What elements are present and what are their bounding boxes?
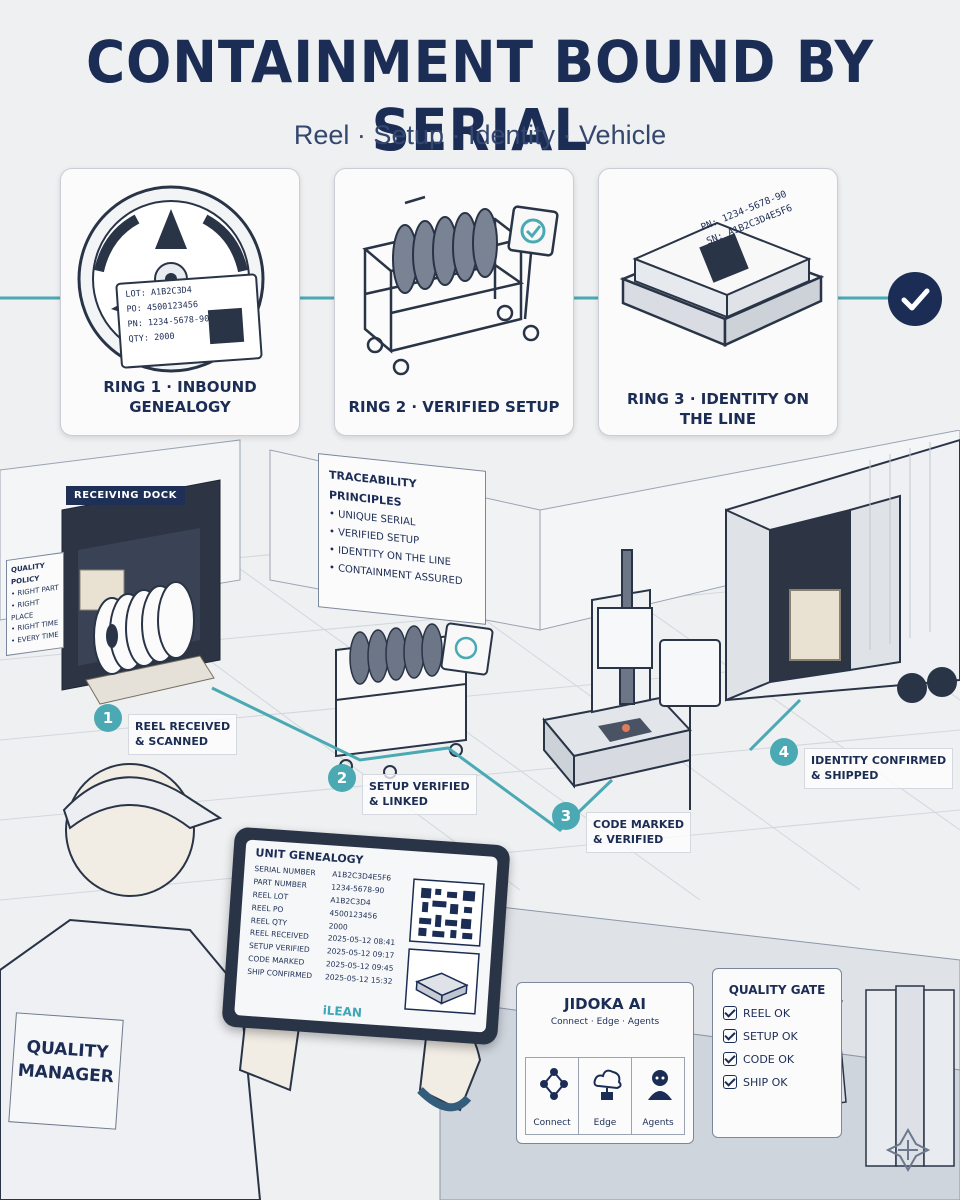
step-3-line2: & VERIFIED xyxy=(593,833,664,847)
gate-item: CODE OK xyxy=(723,1052,831,1066)
step-4-line1: IDENTITY CONFIRMED xyxy=(811,754,947,767)
step-1-line1: REEL RECEIVED xyxy=(135,720,231,733)
step-2-line2: & LINKED xyxy=(369,795,428,809)
gate-item-label: SETUP OK xyxy=(743,1029,798,1043)
jidoka-col-label: Agents xyxy=(642,1118,674,1128)
step-4: 4 IDENTITY CONFIRMED & SHIPPED xyxy=(770,738,954,789)
check-icon xyxy=(888,272,942,326)
quality-gate-board: QUALITY GATE REEL OK SETUP OK CODE OK SH… xyxy=(712,968,842,1138)
ring-1-card: LOT: A1B2C3D4 PO: 4500123456 PN: 1234-56… xyxy=(60,168,300,436)
gate-item: SETUP OK xyxy=(723,1029,831,1043)
checkbox-icon xyxy=(723,1029,737,1043)
gate-item: SHIP OK xyxy=(723,1075,831,1089)
ring-2-label: RING 2 · VERIFIED SETUP xyxy=(348,397,560,416)
page-subtitle: Reel · Setup · Identity · Vehicle xyxy=(293,120,667,150)
jidoka-subtitle: Connect · Edge · Agents xyxy=(550,1017,660,1027)
module-icon xyxy=(619,221,825,347)
step-1: 1 REEL RECEIVED & SCANNED xyxy=(94,704,238,755)
checkbox-icon xyxy=(723,1052,737,1066)
step-4-line2: & SHIPPED xyxy=(811,769,879,783)
step-3-number: 3 xyxy=(552,802,580,830)
step-2-number: 2 xyxy=(328,764,356,792)
gate-item-label: SHIP OK xyxy=(743,1075,788,1089)
step-1-number: 1 xyxy=(94,704,122,732)
reel-tag: LOT: A1B2C3D4 PO: 4500123456 PN: 1234-56… xyxy=(125,282,211,347)
jidoka-col-agents: Agents xyxy=(632,1058,684,1134)
jidoka-col-connect: Connect xyxy=(526,1058,579,1134)
network-icon xyxy=(540,1068,568,1100)
step-3-line1: CODE MARKED xyxy=(593,818,684,831)
jidoka-col-edge: Edge xyxy=(579,1058,632,1134)
checkbox-icon xyxy=(723,1006,737,1020)
ring-3-label: RING 3 · IDENTITY ON THE LINE xyxy=(626,390,810,428)
quality-policy-board: QUALITY POLICY • RIGHT PART • RIGHT PLAC… xyxy=(6,551,64,657)
ring-1-label: RING 1 · INBOUND GENEALOGY xyxy=(103,378,257,416)
gate-item-label: REEL OK xyxy=(743,1006,791,1020)
step-1-line2: & SCANNED xyxy=(135,735,208,749)
ilean-logo: iLEAN xyxy=(322,1003,363,1020)
jidoka-col-label: Connect xyxy=(533,1118,571,1128)
step-3: 3 CODE MARKED & VERIFIED xyxy=(552,802,691,853)
cloud-icon xyxy=(593,1069,622,1100)
traceability-principles-board: TRACEABILITY PRINCIPLES • UNIQUE SERIAL … xyxy=(318,453,486,625)
step-1-label: REEL RECEIVED & SCANNED xyxy=(128,714,238,755)
logo-icon xyxy=(885,1127,931,1173)
jidoka-ai-sign: JIDOKA AI Connect · Edge · Agents Connec… xyxy=(516,982,694,1144)
gate-item-label: CODE OK xyxy=(743,1052,795,1066)
jidoka-title: JIDOKA AI xyxy=(563,995,646,1013)
step-3-label: CODE MARKED & VERIFIED xyxy=(586,812,691,853)
quality-gate-title: QUALITY GATE xyxy=(728,983,826,997)
reel-icon xyxy=(77,185,265,373)
agent-icon xyxy=(648,1070,672,1100)
checkbox-icon xyxy=(723,1075,737,1089)
receiving-dock-sign: RECEIVING DOCK xyxy=(66,486,185,505)
step-4-label: IDENTITY CONFIRMED & SHIPPED xyxy=(804,748,954,789)
quality-manager-badge: QUALITY MANAGER xyxy=(8,1012,124,1130)
qr-code-icon xyxy=(404,878,485,1015)
step-2-line1: SETUP VERIFIED xyxy=(369,780,470,793)
step-4-number: 4 xyxy=(770,738,798,766)
step-2: 2 SETUP VERIFIED & LINKED xyxy=(328,764,477,815)
page-title: CONTAINMENT BOUND BY SERIAL xyxy=(85,28,875,164)
gate-item: REEL OK xyxy=(723,1006,831,1020)
jidoka-columns: Connect Edge Agents xyxy=(525,1057,685,1135)
ring-3-card: PN: 1234-5678-90 SN: A1B2C3D4E5F6 RING 3… xyxy=(598,168,838,436)
ring-2-card: RING 2 · VERIFIED SETUP xyxy=(334,168,574,436)
jidoka-col-label: Edge xyxy=(593,1118,617,1128)
step-2-label: SETUP VERIFIED & LINKED xyxy=(362,774,477,815)
reel-cart-icon xyxy=(362,195,559,376)
